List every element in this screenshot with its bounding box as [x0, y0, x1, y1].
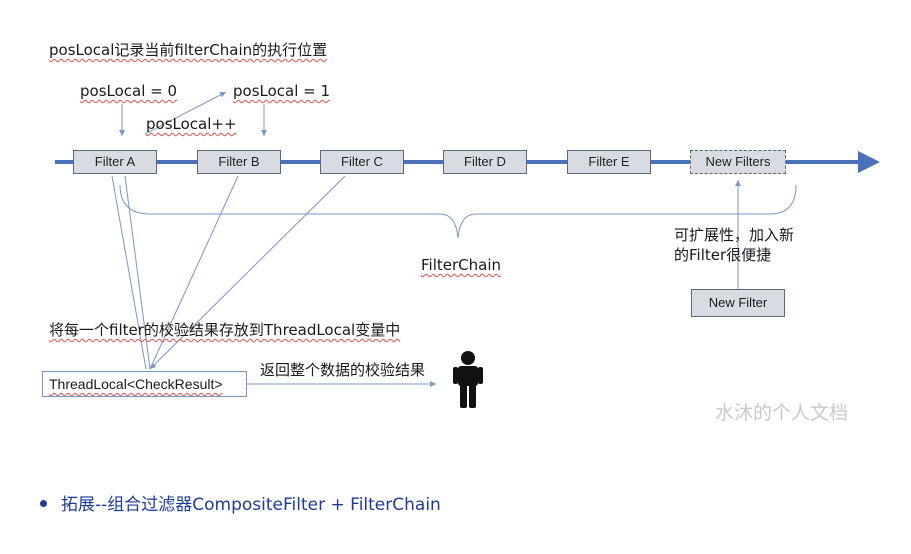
- person-icon: [453, 351, 483, 408]
- chain-label-text: FilterChain: [421, 256, 501, 274]
- pos-record-label: posLocal记录当前filterChain的执行位置: [49, 41, 327, 59]
- pos-incr-arrow: [144, 91, 227, 135]
- chain-brace: [119, 184, 797, 239]
- store-results-label: 将每一个filter的校验结果存放到ThreadLocal变量中: [49, 321, 400, 339]
- return-results-label: 返回整个数据的校验结果: [260, 361, 426, 379]
- pos-zero-label: posLocal = 0: [80, 82, 177, 100]
- filter-a2-to-threadlocal: [124, 175, 151, 370]
- filter-a-to-threadlocal: [111, 175, 147, 370]
- pos-one-text: posLocal = 1: [233, 82, 331, 100]
- extensible-line1: 可扩展性，加入新: [674, 226, 795, 244]
- chain-arrowhead: [858, 151, 880, 173]
- filter-box-d: Filter D: [443, 150, 527, 174]
- bullet-text: 拓展--组合过滤器CompositeFilter + FilterChain: [61, 495, 441, 515]
- bullet-item: 拓展--组合过滤器CompositeFilter + FilterChain: [40, 490, 441, 515]
- pos-zero-text: posLocal = 0: [80, 82, 178, 100]
- bullet-dot-icon: [40, 500, 47, 507]
- extensible-line2: 的Filter很便捷: [674, 246, 772, 264]
- threadlocal-box: ThreadLocal<CheckResult>: [42, 371, 247, 397]
- filter-b-to-threadlocal: [149, 175, 239, 370]
- pos-one-label: posLocal = 1: [233, 82, 330, 100]
- filter-box-a: Filter A: [73, 150, 157, 174]
- watermark: 水沐的个人文档: [715, 402, 849, 424]
- filter-c-to-threadlocal: [149, 175, 346, 370]
- filter-box-new-filters: New Filters: [690, 150, 786, 174]
- chain-label: FilterChain: [421, 256, 501, 274]
- pos-record-text: posLocal记录当前filterChain的执行位置: [49, 41, 328, 59]
- pos-incr-label: posLocal++: [146, 115, 237, 133]
- store-results-text: 将每一个filter的校验结果存放到ThreadLocal变量中: [49, 321, 401, 339]
- threadlocal-text: ThreadLocal<CheckResult>: [49, 376, 223, 392]
- new-filter-box: New Filter: [691, 289, 785, 317]
- filter-box-b: Filter B: [197, 150, 281, 174]
- pos-incr-text: posLocal++: [146, 115, 237, 133]
- filter-box-c: Filter C: [320, 150, 404, 174]
- filter-box-e: Filter E: [567, 150, 651, 174]
